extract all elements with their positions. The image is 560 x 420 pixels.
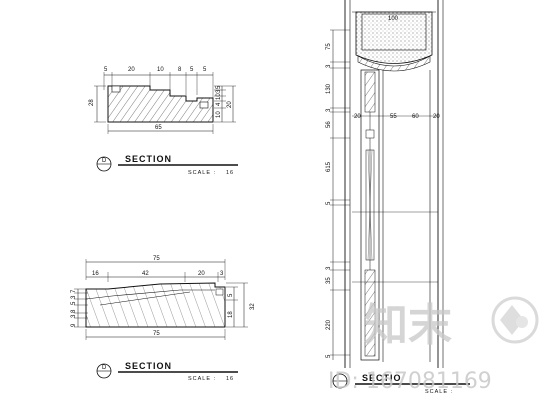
dim-elev-v-9: 220	[326, 319, 332, 330]
dim-s2-right-2: 32	[250, 303, 256, 310]
elevation-drawing: 100 20 55 60 20 75 3 13	[326, 0, 470, 395]
dim-s2-top-1: 16	[92, 271, 99, 277]
dim-elev-v-7: 3	[326, 266, 332, 270]
dim-s2-left-1: 3	[71, 295, 77, 299]
dim-s1-right-1: 3	[216, 89, 222, 93]
s1-marker-letter: D	[102, 158, 107, 164]
dim-elev-v-6: 5	[326, 201, 332, 205]
dim-elev-h-1: 55	[390, 114, 397, 120]
watermark-id: ID: 167081169	[328, 369, 492, 394]
dim-s2-right-0: 5	[228, 293, 234, 297]
s2-scale-value: 16	[226, 376, 234, 382]
dim-s1-top-5: 5	[203, 67, 207, 73]
elev-scale-label: SCALE :	[425, 389, 453, 395]
dim-s2-top-2: 42	[142, 271, 149, 277]
dim-s2-left-4: 3	[71, 314, 77, 318]
dim-s1-right-5: 20	[227, 101, 233, 108]
elev-title: SECTIO	[362, 373, 402, 383]
s2-title: SECTION	[125, 361, 172, 371]
dim-s2-top-3: 20	[198, 271, 205, 277]
s1-scale-value: 16	[226, 170, 234, 176]
dim-s2-top-4: 3	[220, 271, 224, 277]
dim-s2-left-0: 7	[71, 289, 77, 293]
dim-elev-top: 100	[388, 16, 399, 22]
dim-s1-right-4: 10	[216, 111, 222, 118]
dim-elev-h-2: 60	[412, 114, 419, 120]
watermark-logo	[491, 296, 539, 344]
dim-s1-top-3: 8	[178, 67, 182, 73]
dim-s1-right-2: 5	[216, 85, 222, 89]
s1-title: SECTION	[125, 154, 172, 164]
dim-elev-v-5: 615	[326, 161, 332, 172]
dim-s2-left-2: 5	[71, 301, 77, 305]
dim-elev-h-0: 20	[354, 114, 361, 120]
dim-s2-top-0: 75	[153, 256, 160, 262]
s2-marker-letter: D	[102, 365, 107, 371]
dim-elev-v-3: 3	[326, 108, 332, 112]
s2-scale-label: SCALE :	[188, 376, 216, 382]
section-1-profile: 5 20 10 8 5 5 28 10 3 5 4 10 20 65	[89, 67, 238, 176]
dim-elev-v-0: 75	[326, 43, 332, 50]
dim-s1-top-1: 20	[128, 67, 135, 73]
watermark: 知末 ID: 167081169	[328, 296, 539, 394]
dim-s2-left-5: 9	[71, 323, 77, 327]
section-2-profile: 75 16 42 20 3 7 3 5 8 3 9	[71, 256, 256, 382]
dim-elev-h-3: 20	[433, 114, 440, 120]
watermark-brand: 知末	[364, 300, 452, 351]
s1-scale-label: SCALE :	[188, 170, 216, 176]
dim-s1-top-0: 5	[104, 67, 108, 73]
dim-elev-v-1: 3	[326, 64, 332, 68]
dim-elev-v-10: 5	[326, 354, 332, 358]
dim-elev-v-2: 130	[326, 83, 332, 94]
dim-s1-top-2: 10	[157, 67, 164, 73]
dim-s1-top-4: 5	[190, 67, 194, 73]
dim-s2-bottom: 75	[153, 331, 160, 337]
dim-elev-v-8: 35	[326, 277, 332, 284]
dim-s1-left: 28	[89, 99, 95, 106]
dim-elev-v-4: 56	[326, 121, 332, 128]
dim-s2-right-1: 18	[228, 311, 234, 318]
dim-s1-bottom: 65	[155, 125, 162, 131]
dim-s2-left-3: 8	[71, 309, 77, 313]
dim-s1-right-0: 10	[216, 93, 222, 100]
dim-s1-right-3: 4	[216, 102, 222, 106]
